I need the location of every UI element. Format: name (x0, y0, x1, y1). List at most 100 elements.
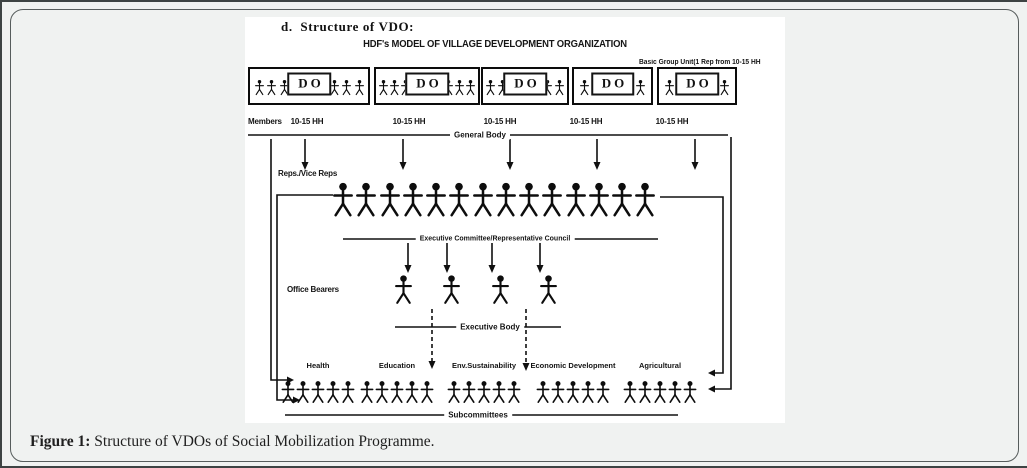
person-icon (448, 376, 461, 408)
person-icon (567, 376, 580, 408)
do-box: DO (503, 72, 547, 96)
person-icon (267, 74, 276, 101)
person-icon (639, 376, 652, 408)
subcommittee-group-education (361, 376, 434, 408)
person-icon (478, 376, 491, 408)
person-icon (380, 176, 400, 223)
person-icon (597, 376, 610, 408)
general-body-label: General Body (449, 130, 511, 140)
person-icon (566, 176, 586, 223)
person-icon (379, 74, 388, 101)
person-icon (580, 74, 589, 101)
basic-group-note: Basic Group Unit(1 Rep from 10-15 HH (639, 59, 761, 66)
person-icon (624, 376, 637, 408)
hh-label: 10-15 HH (290, 117, 324, 126)
person-icon (636, 74, 645, 101)
person-icon (493, 376, 506, 408)
subcommittee-label-economic-development: Economic Development (530, 361, 616, 370)
person-icon (361, 376, 374, 408)
person-icon (665, 74, 674, 101)
rep-pair (519, 176, 562, 223)
person-icon (508, 376, 521, 408)
right-feedback-lines (660, 137, 732, 390)
person-icon (589, 176, 609, 223)
basic-group-box: DO (374, 67, 480, 105)
subcommittee-group-health (282, 376, 355, 408)
person-icon (542, 176, 562, 223)
council-members-row (333, 176, 655, 223)
person-icon (282, 376, 295, 408)
person-icon (426, 176, 446, 223)
subcommittees-label: Subcommittees (444, 410, 512, 420)
person-icon (312, 376, 325, 408)
hh-label: 10-15 HH (569, 117, 603, 126)
person-icon (390, 74, 399, 101)
person-icon (455, 74, 464, 101)
person-icon (486, 74, 495, 101)
basic-group-box: DO (481, 67, 569, 105)
person-icon (395, 269, 412, 310)
council-arrows (407, 243, 541, 266)
person-icon (684, 376, 697, 408)
person-icon (555, 74, 564, 101)
person-icon (376, 376, 389, 408)
person-icon (473, 176, 493, 223)
subcommittee-label-agricultural: Agricultural (638, 361, 682, 370)
do-box: DO (405, 72, 449, 96)
figure-caption-text: Structure of VDOs of Social Mobilization… (90, 433, 435, 450)
subcommittee-label-env-sustainability: Env.Sustainability (451, 361, 517, 370)
person-icon (552, 376, 565, 408)
rep-pair (566, 176, 609, 223)
person-icon (519, 176, 539, 223)
person-icon (330, 74, 339, 101)
person-icon (255, 74, 264, 101)
person-icon (406, 376, 419, 408)
person-icon (403, 176, 423, 223)
subcommittee-group-economic-development (537, 376, 610, 408)
person-icon (654, 376, 667, 408)
rep-pair (612, 176, 655, 223)
rep-pair (333, 176, 376, 223)
person-icon (391, 376, 404, 408)
person-icon (342, 376, 355, 408)
subcommittee-group-env-sustainability (448, 376, 521, 408)
hh-label: 10-15 HH (392, 117, 426, 126)
subcommittee-label-education: Education (378, 361, 416, 370)
person-icon (443, 269, 460, 310)
executive-body-label: Executive Body (456, 322, 524, 332)
rep-pair (380, 176, 423, 223)
office-bearers-row (395, 269, 557, 310)
hh-label: 10-15 HH (483, 117, 517, 126)
do-box: DO (287, 72, 331, 96)
dashed-arrows (431, 309, 527, 364)
person-icon (463, 376, 476, 408)
person-icon (540, 269, 557, 310)
person-icon (342, 74, 351, 101)
person-icon (355, 74, 364, 101)
do-box: DO (675, 72, 719, 96)
basic-group-box: DO (248, 67, 370, 105)
figure-heading: d. Structure of VDO: (281, 19, 415, 34)
person-icon (327, 376, 340, 408)
person-icon (635, 176, 655, 223)
do-box: DO (590, 72, 635, 96)
person-icon (297, 376, 310, 408)
person-icon (582, 376, 595, 408)
hh-label: 10-15 HH (655, 117, 689, 126)
basic-group-box: DO (572, 67, 653, 105)
person-icon (720, 74, 729, 101)
general-body-arrows (304, 139, 696, 163)
person-icon (466, 74, 475, 101)
rep-pair (473, 176, 516, 223)
office-bearers-label: Office Bearers (287, 285, 339, 294)
figure-caption-prefix: Figure 1: (30, 433, 91, 450)
subcommittee-label-health: Health (306, 361, 330, 370)
person-icon (612, 176, 632, 223)
figure-panel: d. Structure of VDO: HDF's MODEL OF VILL… (245, 17, 785, 423)
subcommittee-group-agricultural (624, 376, 697, 408)
person-icon (492, 269, 509, 310)
person-icon (537, 376, 550, 408)
person-icon (333, 176, 353, 223)
rep-pair (426, 176, 469, 223)
